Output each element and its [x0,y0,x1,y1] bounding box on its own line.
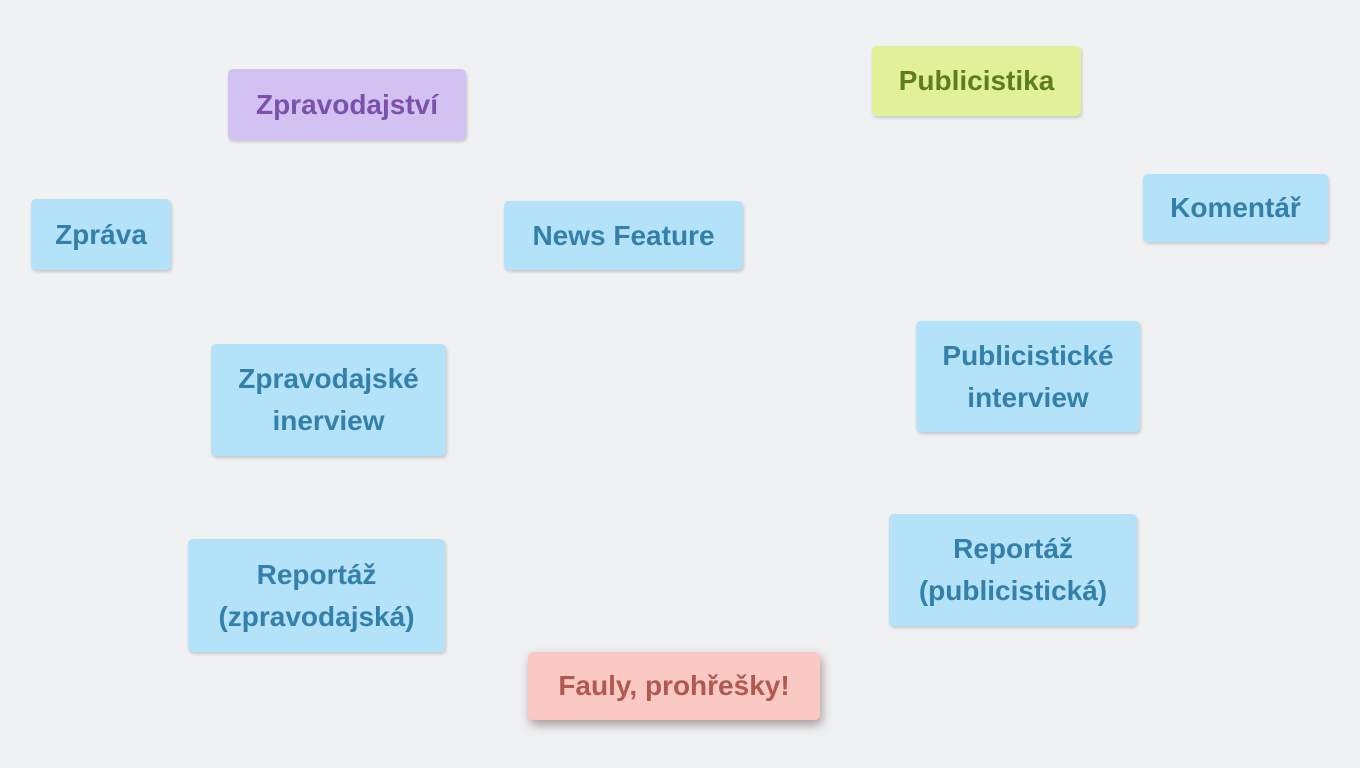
card-label: Reportáž (zpravodajská) [218,558,415,632]
card-label: Reportáž (publicistická) [918,533,1108,606]
card-label: News Feature [532,219,715,251]
item-card-komentar[interactable]: Komentář [1143,174,1328,242]
item-card-publicisticke-interview[interactable]: Publicistické interview [916,321,1140,432]
card-label: Zpravodajské inerview [238,363,419,436]
category-card-zpravodajstvi[interactable]: Zpravodajství [228,69,466,140]
card-label: Komentář [1170,192,1301,223]
card-label: Publicistika [898,65,1055,96]
item-card-reportaz-publicisticka[interactable]: Reportáž (publicistická) [889,514,1137,626]
item-card-reportaz-zpravodajska[interactable]: Reportáž (zpravodajská) [188,539,445,652]
card-label: Zpravodajství [255,88,439,120]
category-card-publicistika[interactable]: Publicistika [872,46,1081,116]
penalty-card-fauly-prohresky[interactable]: Fauly, prohřešky! [528,652,820,720]
card-label: Zpráva [55,218,147,250]
card-label: Fauly, prohřešky! [558,670,790,701]
item-card-zpravodajske-inerview[interactable]: Zpravodajské inerview [211,344,446,456]
card-label: Publicistické interview [942,339,1114,413]
item-card-news-feature[interactable]: News Feature [504,201,743,270]
item-card-zprava[interactable]: Zpráva [31,199,171,270]
